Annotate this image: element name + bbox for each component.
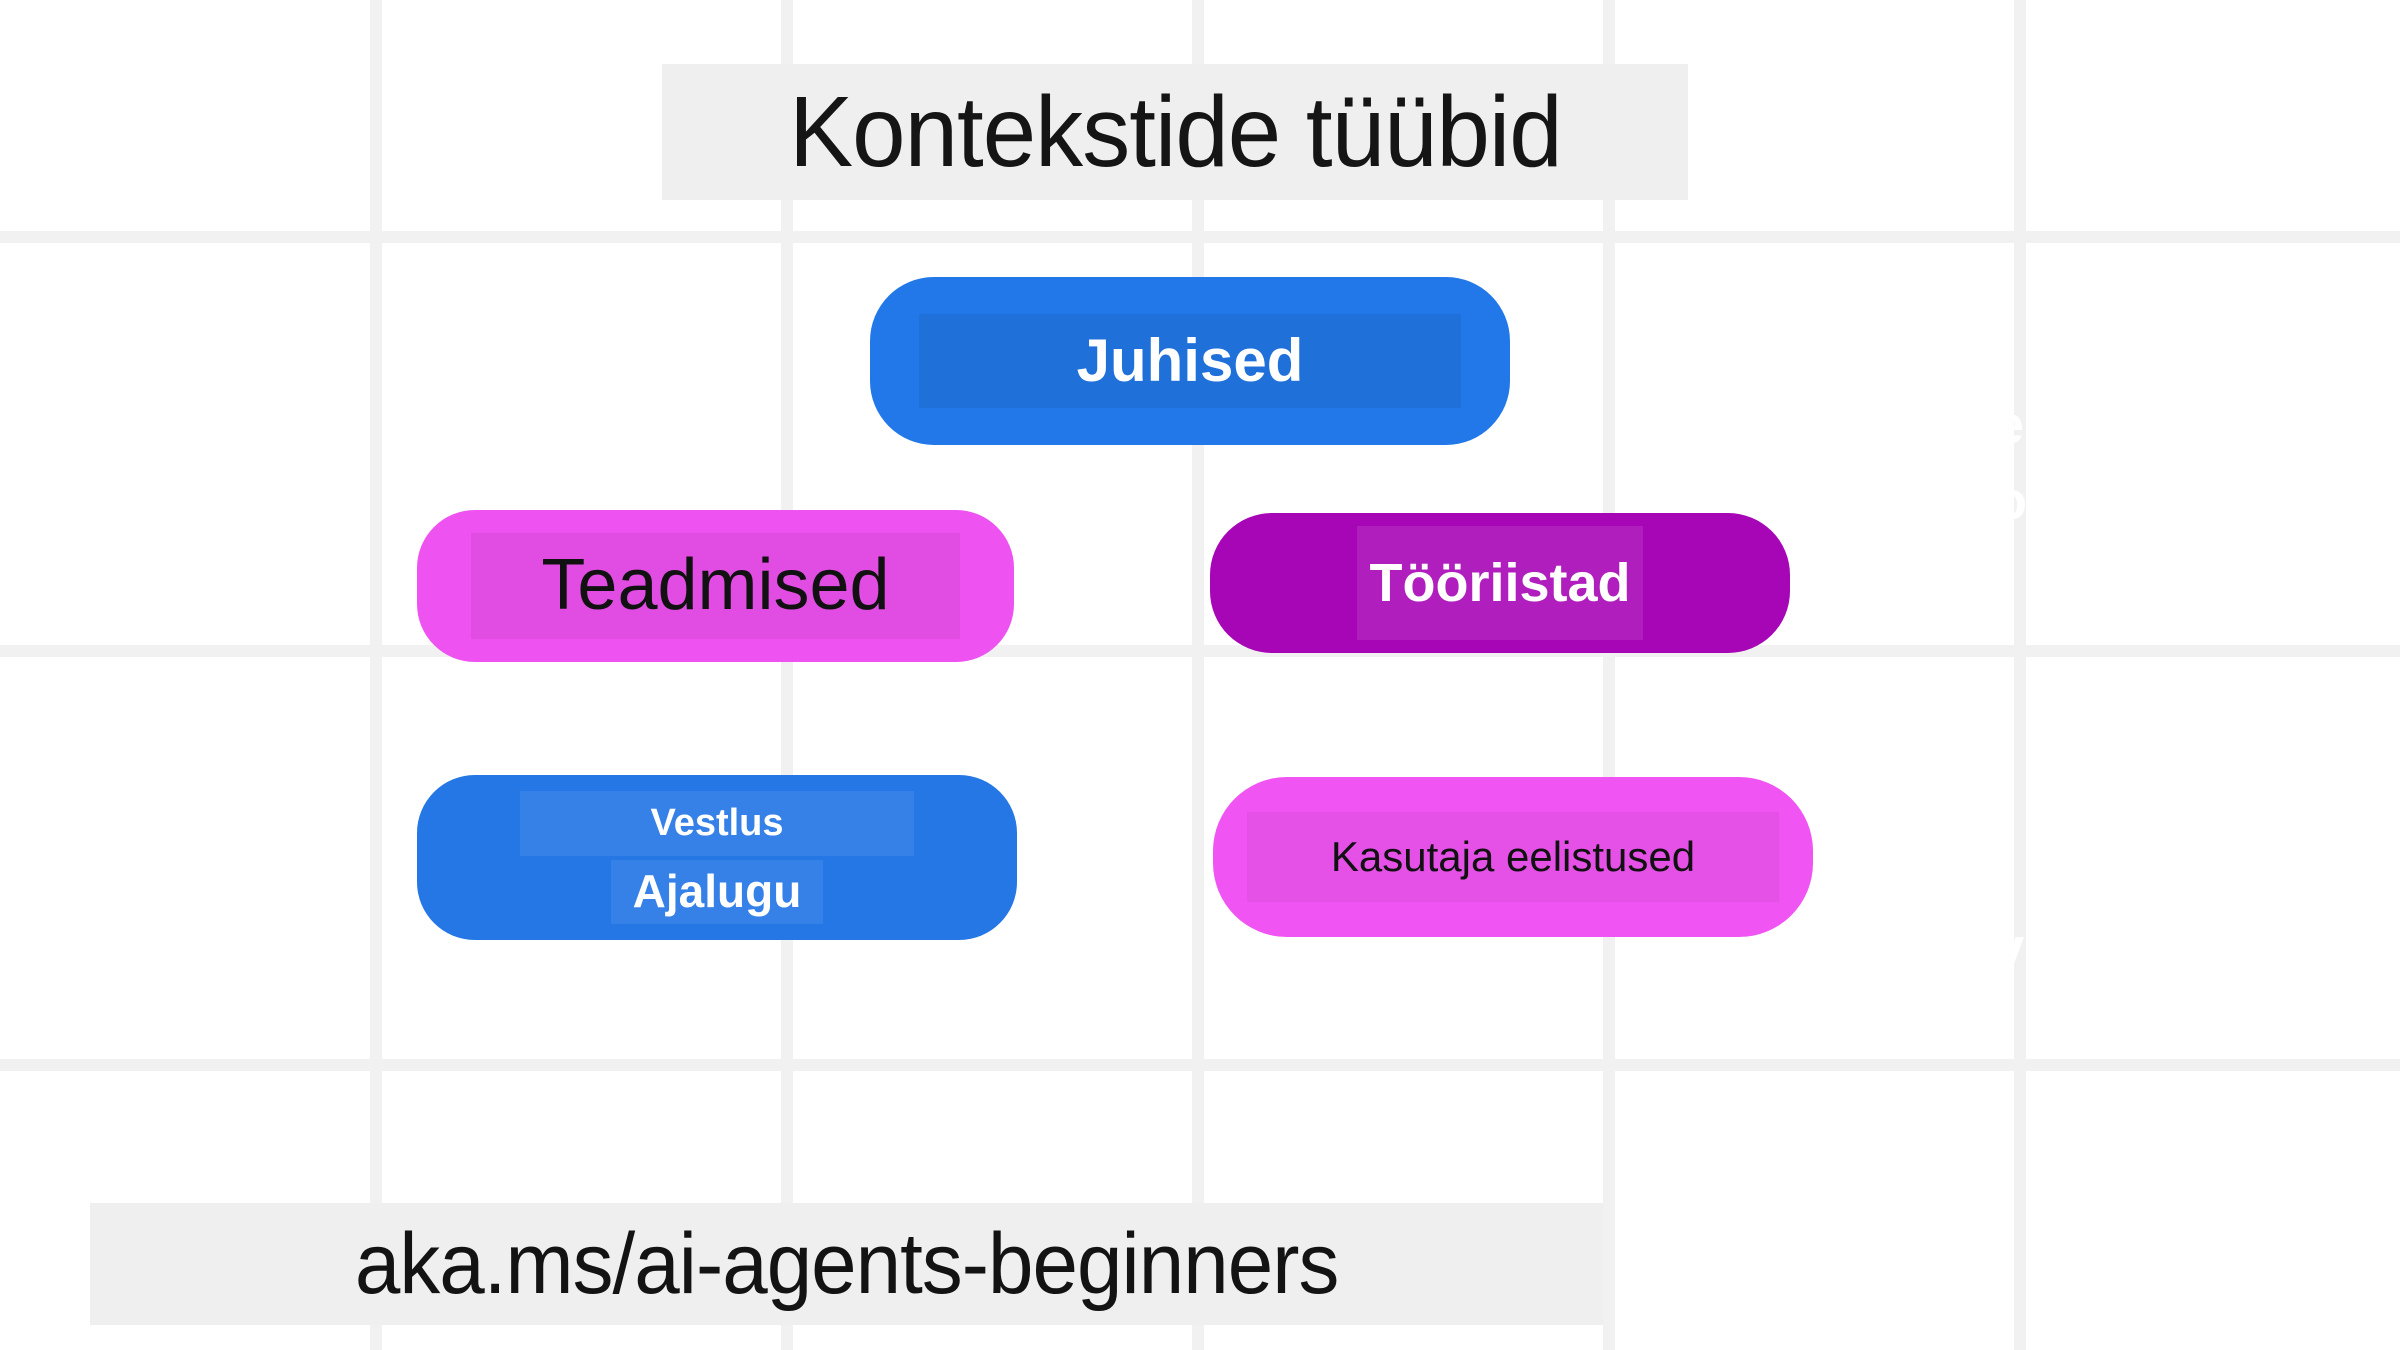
page-title: Kontekstide tüübid [788,75,1563,188]
grid-line-vertical [1192,0,1204,1350]
footer-panel: aka.ms/ai-agents-beginners [90,1203,1603,1325]
node-kasutaja-eelistused-label: Kasutaja eelistused [1246,811,1780,903]
node-tooriistad-label: Tööriistad [1357,525,1643,641]
grid-line-horizontal [0,231,2400,243]
node-teadmised-label: Teadmised [471,533,960,639]
ghost-glyph-fragment: s [1166,979,1194,1035]
node-juhised: Juhised [870,277,1510,445]
node-juhised-label: Juhised [918,314,1462,408]
grid-line-vertical [1603,0,1615,1350]
grid-line-vertical [781,0,793,1350]
grid-line-horizontal [0,1059,2400,1071]
node-vestlus-label-line2: Ajalugu [610,860,824,925]
grid-line-vertical [370,0,382,1350]
ghost-glyph-fragment: o [1994,471,2027,531]
grid-line-vertical [2014,0,2026,1350]
footer-link-text: aka.ms/ai-agents-beginners [354,1215,1339,1312]
node-vestlus-ajalugu: Vestlus Ajalugu [417,775,1017,940]
node-teadmised: Teadmised [417,510,1014,662]
node-kasutaja-eelistused: Kasutaja eelistused [1213,777,1813,937]
node-tooriistad: Tööriistad [1210,513,1790,653]
node-vestlus-label-line1: Vestlus [520,790,914,857]
ghost-glyph-fragment: y [1992,916,2025,981]
grid-line-horizontal [0,645,2400,657]
ghost-glyph-fragment: e [1994,395,2025,455]
title-panel: Kontekstide tüübid [662,64,1688,200]
